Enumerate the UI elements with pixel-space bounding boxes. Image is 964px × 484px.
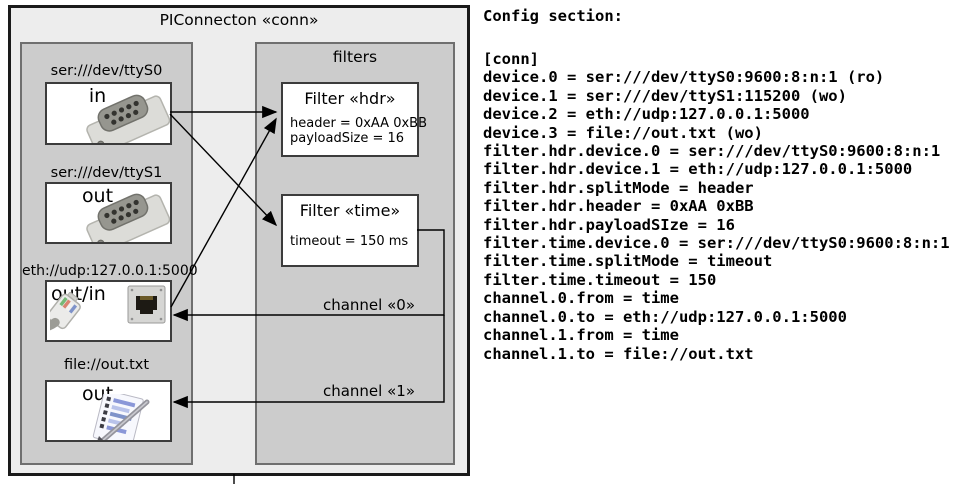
- ethernet-connector-icon: [50, 285, 166, 333]
- config-line: filter.hdr.payloadSIze = 16: [483, 215, 735, 234]
- config-line: filter.hdr.device.1 = eth://udp:127.0.0.…: [483, 160, 913, 179]
- filter-attribute: header = 0xAA 0xBB: [290, 116, 428, 131]
- channel-1-label: channel «1»: [322, 382, 415, 400]
- filters-panel-title: filters: [332, 48, 378, 66]
- serial-connector-icon: [86, 94, 170, 143]
- pen: [97, 399, 150, 440]
- config-heading: Config section:: [483, 7, 623, 25]
- config-line: filter.hdr.splitMode = header: [483, 178, 754, 197]
- config-line: channel.1.to = file://out.txt: [483, 344, 754, 363]
- config-line: device.1 = ser:///dev/ttyS1:115200 (wo): [483, 86, 847, 105]
- filter-title: Filter «time»: [299, 201, 401, 220]
- diagram-title: PIConnecton «conn»: [159, 11, 319, 29]
- config-line: [conn]: [483, 50, 539, 68]
- config-body: [conn] device.0 = ser:///dev/ttyS0:9600:…: [483, 50, 963, 363]
- serial-connector-icon: [86, 193, 170, 242]
- device-label-ttys1: ser:///dev/ttyS1: [50, 165, 163, 181]
- config-line: channel.0.to = eth://udp:127.0.0.1:5000: [483, 307, 847, 326]
- device-box-ttys1: out: [45, 182, 172, 244]
- device-box-file: out: [45, 380, 172, 442]
- filter-box-time: Filter «time» timeout = 150 ms: [281, 194, 419, 267]
- device-box-ttys0: in: [45, 82, 172, 145]
- config-line: filter.time.splitMode = timeout: [483, 252, 773, 271]
- config-line: channel.1.from = time: [483, 326, 679, 345]
- piconnecton-container: PIConnecton «conn» ser:///dev/ttyS0 in: [8, 5, 470, 476]
- config-line: filter.time.timeout = 150: [483, 270, 717, 289]
- filter-attribute: timeout = 150 ms: [290, 234, 409, 249]
- config-line: channel.0.from = time: [483, 289, 679, 308]
- config-line: filter.time.device.0 = ser:///dev/ttyS0:…: [483, 234, 950, 253]
- devices-panel: ser:///dev/ttyS0 in ser:///: [20, 42, 198, 465]
- filter-title: Filter «hdr»: [304, 89, 396, 108]
- device-box-eth: out/in: [45, 280, 172, 342]
- channel-0-label: channel «0»: [322, 296, 415, 314]
- config-line: device.0 = ser:///dev/ttyS0:9600:8:n:1 (…: [483, 68, 885, 87]
- config-line: device.2 = eth://udp:127.0.0.1:5000: [483, 105, 810, 124]
- notepad-icon: [92, 394, 150, 440]
- device-label-eth: eth://udp:127.0.0.1:5000: [22, 263, 198, 279]
- filters-panel: filters Filter «hdr» header = 0xAA 0xBB …: [255, 42, 455, 465]
- filter-attribute: payloadSize = 16: [290, 131, 405, 146]
- port-name: out: [81, 185, 114, 207]
- port-name: in: [88, 85, 107, 107]
- config-line: filter.hdr.device.0 = ser:///dev/ttyS0:9…: [483, 142, 941, 161]
- config-line: filter.hdr.header = 0xAA 0xBB: [483, 197, 754, 216]
- config-section: Config section: [conn] device.0 = ser://…: [483, 7, 963, 363]
- config-line: device.3 = file://out.txt (wo): [483, 123, 763, 142]
- filter-box-hdr: Filter «hdr» header = 0xAA 0xBB payloadS…: [281, 82, 428, 157]
- device-label-file: file://out.txt: [63, 357, 150, 373]
- device-label-ttys0: ser:///dev/ttyS0: [50, 63, 163, 79]
